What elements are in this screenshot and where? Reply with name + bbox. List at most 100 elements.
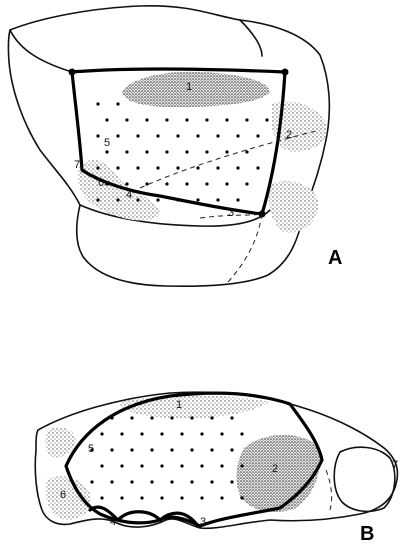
panel-b-number-5: 5 xyxy=(88,443,94,455)
panel-b-dots-dot xyxy=(110,480,113,483)
panel-b-number-7: 7 xyxy=(392,459,398,471)
panel-b-dots-dot xyxy=(130,480,133,483)
panel-b-dots-dot xyxy=(100,464,103,467)
panel-a-top-rim xyxy=(10,20,262,72)
panel-a-dots-dot xyxy=(116,134,119,137)
panel-b-dots-dot xyxy=(180,464,183,467)
panel-b-dots-dot xyxy=(120,496,123,499)
panel-b-dots-dot xyxy=(240,496,243,499)
panel-b-condyle-dashed xyxy=(326,470,332,510)
panel-a-number-5: 5 xyxy=(104,137,110,149)
panel-a-dots-dot xyxy=(96,166,99,169)
panel-a-dots-dot xyxy=(145,118,148,121)
panel-b: 1 2 3 4 5 6 7 B xyxy=(35,392,398,545)
panel-a-number-1: 1 xyxy=(186,81,192,93)
panel-b-dots-dot xyxy=(190,416,193,419)
panel-b-dots-dot xyxy=(120,464,123,467)
panel-b-number-3: 3 xyxy=(200,516,206,528)
panel-a-dots-dot xyxy=(136,134,139,137)
panel-b-dots-dot xyxy=(230,480,233,483)
panel-b-dots-dot xyxy=(200,496,203,499)
panel-b-dots-dot xyxy=(140,432,143,435)
panel-a-marker-top-left xyxy=(69,69,76,76)
panel-a-marker-top-right xyxy=(282,69,289,76)
panel-a-number-4: 4 xyxy=(126,189,132,201)
panel-a-dots-dot xyxy=(216,134,219,137)
panel-a-dots-dot xyxy=(165,150,168,153)
panel-a-number-7: 7 xyxy=(74,159,80,171)
panel-b-dots-dot xyxy=(150,416,153,419)
panel-a-dots-dot xyxy=(216,166,219,169)
panel-b-dots-dot xyxy=(150,448,153,451)
panel-b-number-6: 6 xyxy=(60,489,66,501)
panel-b-dots-dot xyxy=(230,416,233,419)
panel-a-dots-dot xyxy=(156,166,159,169)
panel-b-number-2: 2 xyxy=(272,463,278,475)
panel-a-label: A xyxy=(328,247,342,269)
panel-a-number-3: 3 xyxy=(228,207,234,219)
panel-a-dots-dot xyxy=(125,150,128,153)
panel-a-dots-dot xyxy=(225,150,228,153)
panel-b-dots-dot xyxy=(170,416,173,419)
panel-a-dots-dot xyxy=(116,198,119,201)
panel-b-dots-dot xyxy=(190,448,193,451)
panel-b-dots-dot xyxy=(200,464,203,467)
panel-b-dots-dot xyxy=(110,448,113,451)
panel-a-dots-dot xyxy=(245,150,248,153)
panel-a-dots-dot xyxy=(256,166,259,169)
panel-a-number-6: 6 xyxy=(98,177,104,189)
panel-a-dots-dot xyxy=(136,166,139,169)
panel-a-dots-dot xyxy=(185,150,188,153)
panel-b-dots-dot xyxy=(210,416,213,419)
panel-a-dots-dot xyxy=(105,118,108,121)
panel-a-stipple-region-right xyxy=(269,181,318,233)
panel-a-dots-dot xyxy=(165,182,168,185)
panel-a-dots-dot xyxy=(125,182,128,185)
panel-b-dots-dot xyxy=(190,480,193,483)
panel-a: 1 2 3 4 5 6 7 A xyxy=(8,6,342,286)
panel-b-dots-dot xyxy=(240,464,243,467)
panel-a-dots-dot xyxy=(205,118,208,121)
panel-a-dots-dot xyxy=(256,134,259,137)
panel-a-dots-dot xyxy=(185,182,188,185)
panel-a-dots-dot xyxy=(165,118,168,121)
panel-a-dots-dot xyxy=(105,182,108,185)
panel-b-dots-dot xyxy=(240,432,243,435)
panel-b-number-1: 1 xyxy=(176,399,182,411)
panel-b-dots-dot xyxy=(170,480,173,483)
panel-b-dots-dot xyxy=(180,496,183,499)
panel-a-dots-dot xyxy=(156,134,159,137)
panel-b-dots-dot xyxy=(100,432,103,435)
panel-a-dots-dot xyxy=(245,182,248,185)
panel-b-stipple-region-2 xyxy=(237,435,320,512)
panel-a-dots-dot xyxy=(176,166,179,169)
panel-b-stipple-region-1 xyxy=(120,395,270,418)
panel-a-dots-dot xyxy=(216,198,219,201)
panel-a-dots-dot xyxy=(96,134,99,137)
panel-b-dots-dot xyxy=(200,432,203,435)
panel-a-dots-dot xyxy=(236,166,239,169)
panel-b-dots-dot xyxy=(160,496,163,499)
panel-a-dots-dot xyxy=(136,198,139,201)
panel-a-dots-dot xyxy=(236,198,239,201)
panel-b-dots-dot xyxy=(220,496,223,499)
panel-a-dots-dot xyxy=(105,150,108,153)
panel-b-dots-dot xyxy=(140,496,143,499)
panel-a-dots-dot xyxy=(225,118,228,121)
panel-a-dots-dot xyxy=(196,198,199,201)
panel-a-dots-dot xyxy=(205,182,208,185)
panel-b-label: B xyxy=(360,523,374,545)
panel-b-dots-dot xyxy=(160,432,163,435)
panel-a-stipple-region-1 xyxy=(122,72,270,107)
panel-b-dots-dot xyxy=(130,448,133,451)
panel-a-dots-dot xyxy=(96,102,99,105)
panel-b-dots-dot xyxy=(160,464,163,467)
panel-a-dots-dot xyxy=(145,150,148,153)
panel-b-dots-dot xyxy=(90,480,93,483)
panel-b-dots-dot xyxy=(150,480,153,483)
panel-a-dots-dot xyxy=(196,166,199,169)
panel-b-dots-dot xyxy=(220,464,223,467)
panel-a-dots-dot xyxy=(225,182,228,185)
panel-a-dots-dot xyxy=(176,198,179,201)
